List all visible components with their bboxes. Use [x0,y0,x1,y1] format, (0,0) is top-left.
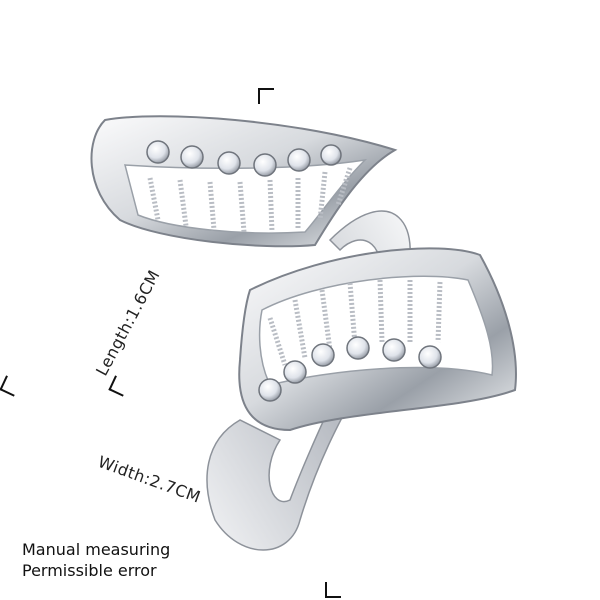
upper-leaf-stones [146,140,342,177]
measuring-note: Manual measuring [22,540,171,559]
upper-leaf-ribs [147,167,353,233]
error-note: Permissible error [22,561,157,580]
lower-leaf-stones [258,336,442,402]
corner-mark-icon [325,582,341,598]
corner-mark-icon [258,88,274,104]
lower-leaf-ribs [267,279,443,366]
